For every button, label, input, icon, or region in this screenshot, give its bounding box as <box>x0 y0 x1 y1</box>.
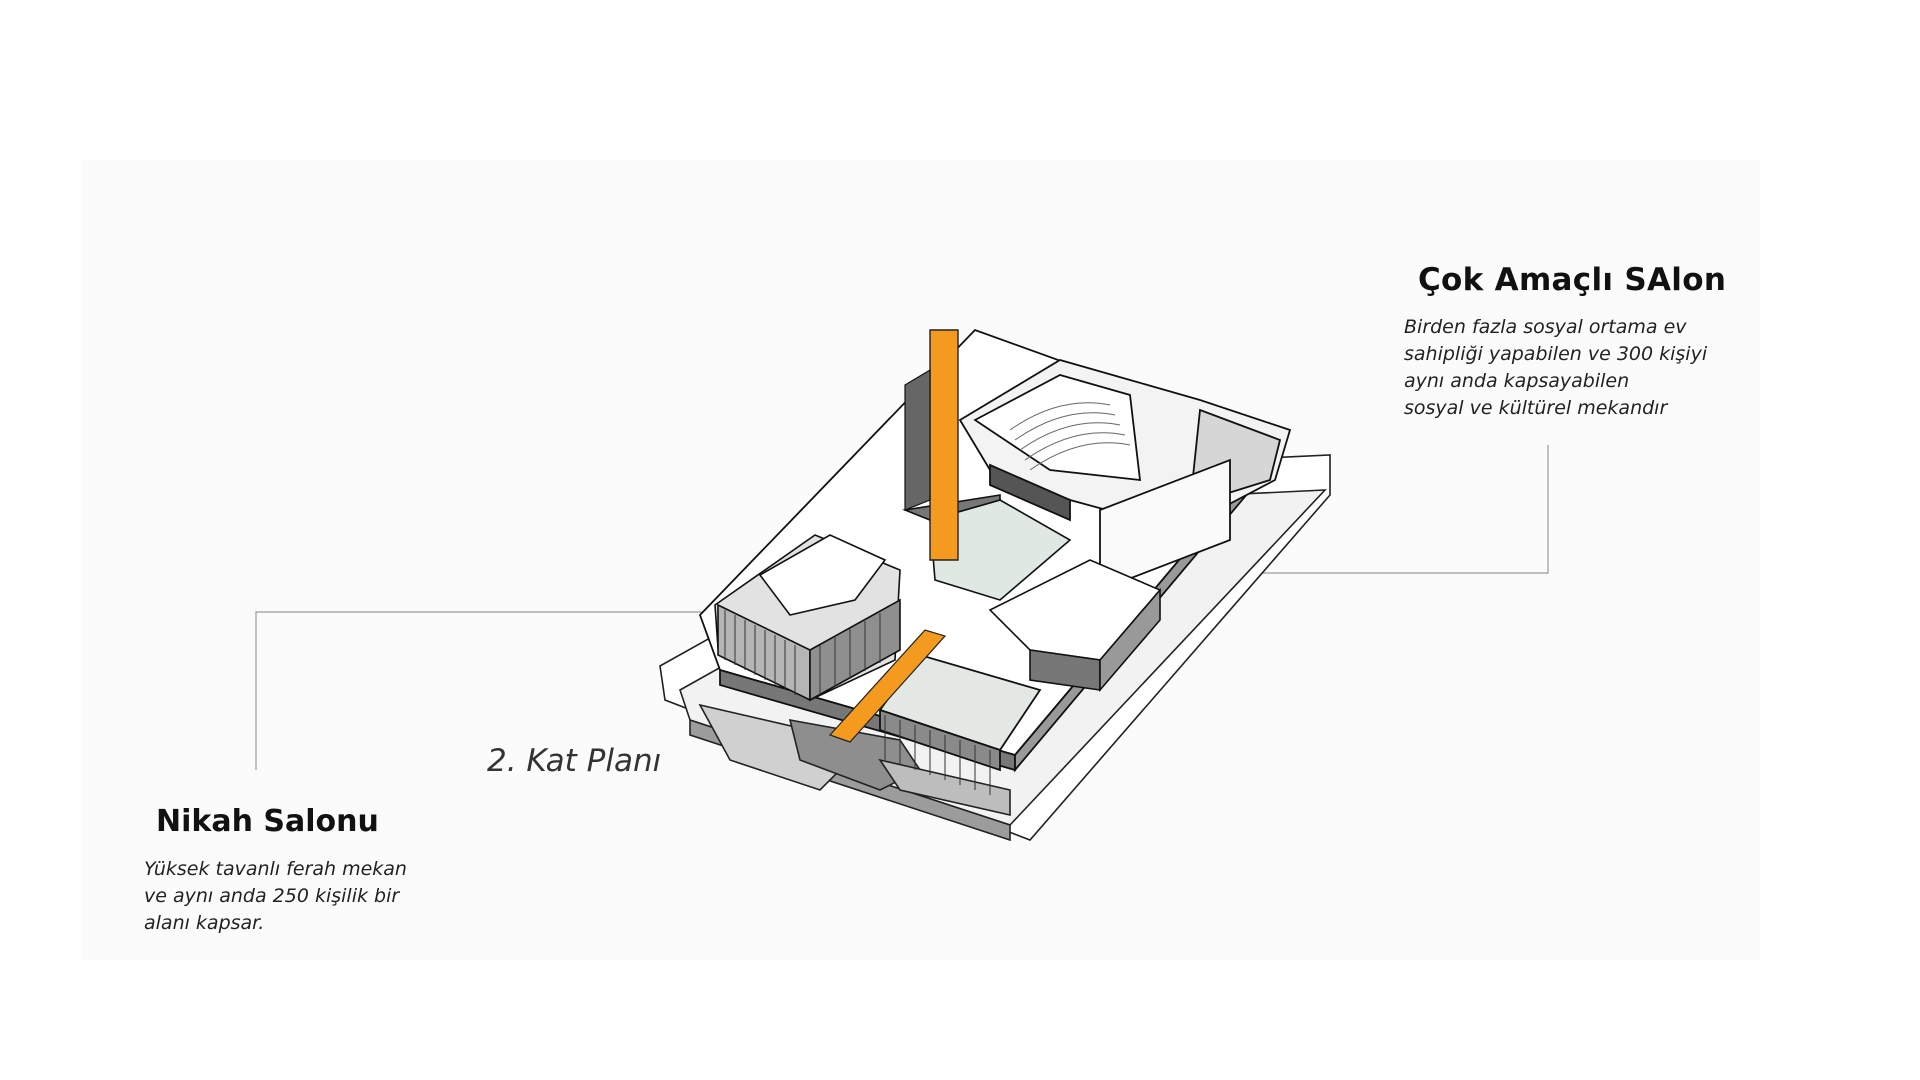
description-line: sahipliği yapabilen ve 300 kişiyi <box>1404 343 1708 365</box>
auditorium-block <box>958 359 1292 592</box>
left-block <box>714 534 901 702</box>
front-glass-block-louvres <box>884 715 991 795</box>
right-wing <box>988 559 1162 693</box>
description-line: ve aynı anda 250 kişilik bir <box>144 885 400 907</box>
description-line: Birden fazla sosyal ortama ev <box>1404 316 1687 338</box>
multipurpose-hall-title: Çok Amaçlı SAlon <box>1418 262 1727 298</box>
wedding-hall-title: Nikah Salonu <box>156 804 379 839</box>
description-line: sosyal ve kültürel mekandır <box>1404 397 1668 419</box>
floor-plan-label: 2. Kat Planı <box>487 743 662 779</box>
description-line: Yüksek tavanlı ferah mekan <box>144 858 407 880</box>
leader-line-multipurpose-hall <box>1188 445 1549 574</box>
auditorium-seating <box>1009 402 1131 471</box>
description-line: alanı kapsar. <box>144 912 265 934</box>
leader-line-wedding-hall <box>255 611 710 770</box>
description-line: aynı anda kapsayabilen <box>1404 370 1630 392</box>
multipurpose-hall-description: Birden fazla sosyal ortama ev sahipliği … <box>1404 314 1764 422</box>
dark-tower-wall <box>904 368 931 511</box>
wedding-hall-description: Yüksek tavanlı ferah mekan ve aynı anda … <box>144 856 454 937</box>
orange-connecting-ramp <box>828 629 947 743</box>
left-block-louvres <box>724 610 881 695</box>
vertical-circulation-shaft <box>929 329 959 561</box>
